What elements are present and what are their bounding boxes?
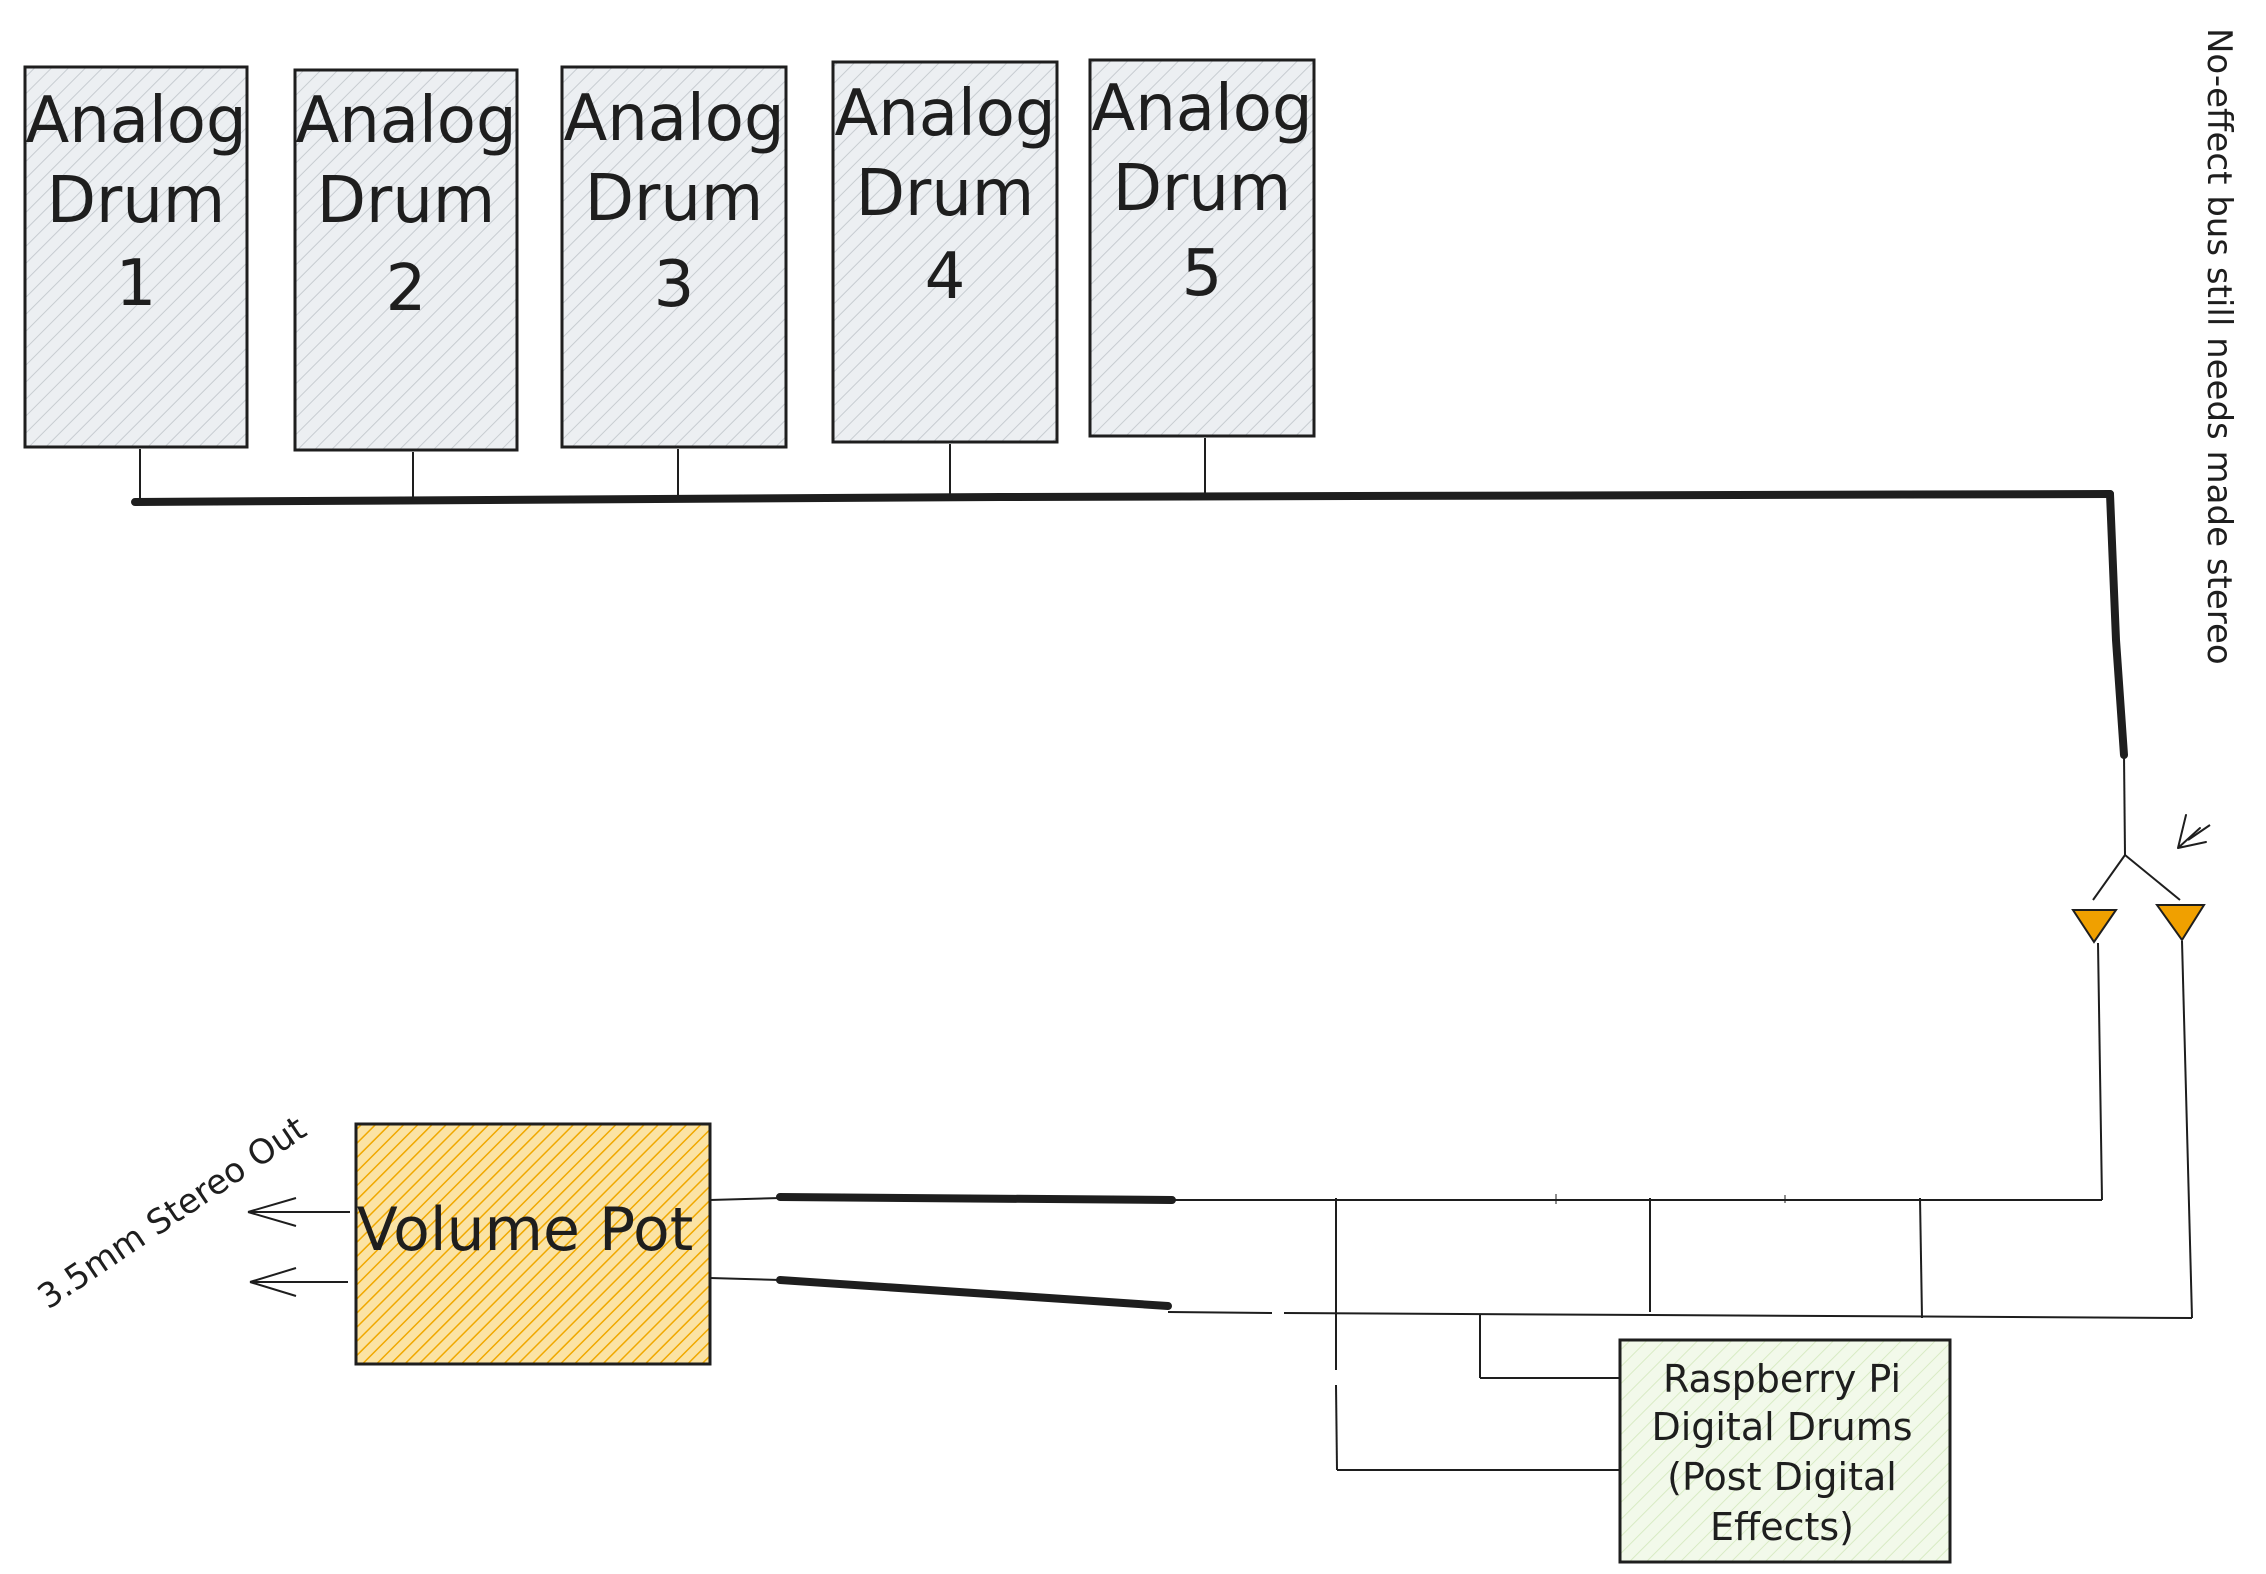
output-bus-right — [709, 1276, 2193, 1319]
drum-2-line2: Drum — [317, 164, 496, 238]
stereo-out-arrows — [247, 1197, 350, 1297]
volume-pot-label: Volume Pot — [357, 1195, 694, 1265]
drum-box-3: Analog Drum 3 — [560, 65, 788, 449]
drum-3-line2: Drum — [585, 162, 764, 236]
drum-4-number: 4 — [925, 240, 966, 314]
drum-5-line1: Analog — [1091, 72, 1312, 146]
drum-2-line1: Analog — [295, 84, 516, 158]
drum-3-line1: Analog — [563, 82, 784, 156]
volume-pot-box: Volume Pot — [354, 1122, 712, 1366]
pi-label-line-2: Digital Drums — [1651, 1405, 1912, 1449]
analog-bus — [131, 490, 2128, 856]
drum-1-number: 1 — [116, 247, 157, 321]
drum-3-number: 3 — [654, 248, 695, 322]
raspberry-pi-box: Raspberry Pi Digital Drums (Post Digital… — [1618, 1338, 1952, 1564]
pi-label-line-1: Raspberry Pi — [1663, 1357, 1901, 1401]
drum-5-number: 5 — [1182, 237, 1223, 311]
note-arrow — [2177, 814, 2211, 849]
drum-box-1: Analog Drum 1 — [23, 65, 249, 449]
drum-drop-lines — [139, 438, 1206, 500]
routing-lines — [1335, 1194, 1923, 1471]
drum-4-line2: Drum — [856, 157, 1035, 231]
pi-label-line-3: (Post Digital — [1667, 1455, 1897, 1499]
left-buffer-triangle-icon — [2071, 909, 2118, 944]
stereo-split — [2071, 854, 2206, 1319]
drum-box-4: Analog Drum 4 — [831, 60, 1059, 444]
pi-label-line-4: Effects) — [1710, 1505, 1854, 1549]
right-buffer-triangle-icon — [2155, 904, 2206, 942]
drum-2-number: 2 — [386, 252, 427, 326]
stereo-bus-note: No-effect bus still needs made stereo — [2199, 28, 2239, 665]
drum-box-2: Analog Drum 2 — [293, 68, 519, 452]
drum-1-line1: Analog — [25, 84, 246, 158]
drum-4-line1: Analog — [834, 77, 1055, 151]
drum-box-5: Analog Drum 5 — [1088, 58, 1316, 438]
drum-1-line2: Drum — [47, 164, 226, 238]
drum-5-line2: Drum — [1113, 152, 1292, 226]
output-bus-left — [709, 1193, 2102, 1204]
